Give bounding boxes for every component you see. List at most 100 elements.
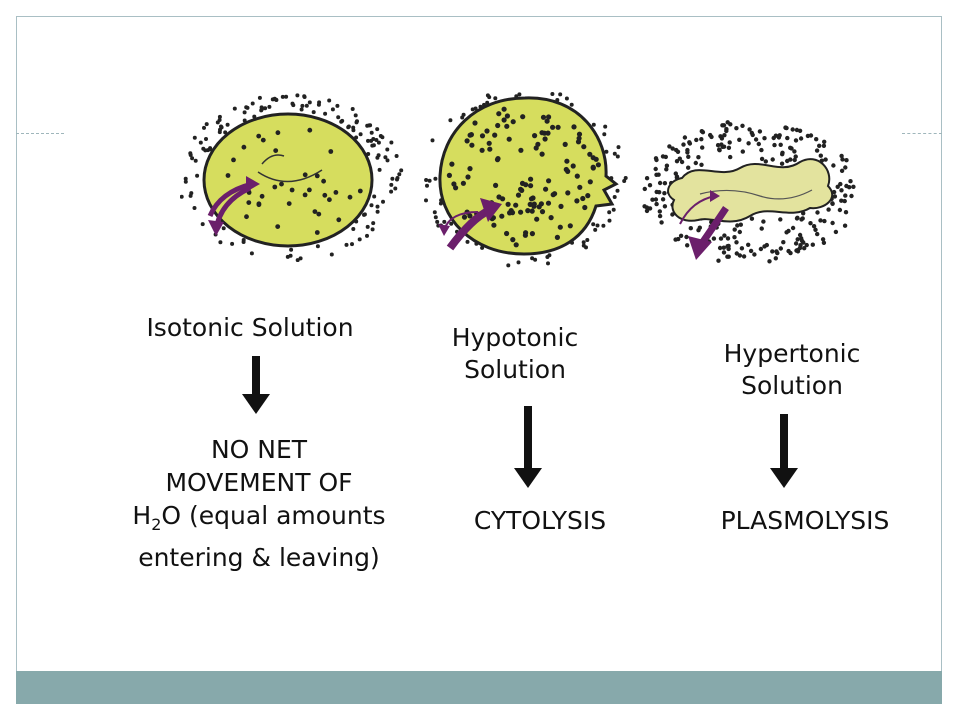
particle-dot [759,147,764,153]
hypertonic-label-line-2: Solution [741,371,843,400]
particle-dot [584,245,588,250]
particle-dot [371,143,376,148]
particle-dot [493,182,499,188]
particle-dot [616,145,621,150]
particle-dot [815,231,820,237]
isotonic-arrow-in-head [208,220,224,236]
particle-dot [389,140,394,145]
particle-dot [365,233,369,238]
particle-dot [735,223,740,228]
particle-dot [681,142,686,147]
water-formula-rest: O (equal amounts [161,501,386,530]
particle-dot [425,183,429,188]
particle-dot [741,254,747,259]
particle-dot [461,214,468,220]
particle-dot [557,224,563,230]
particle-dot [567,223,573,229]
particle-dot [311,110,316,115]
hypertonic-down-arrow [770,414,798,488]
particle-dot [519,180,526,186]
particle-dot [377,167,382,172]
particle-dot [499,213,505,219]
particle-dot [230,241,235,246]
particle-dot [335,103,340,108]
particle-dot [821,143,827,148]
particle-dot [696,228,701,233]
particle-dot [369,130,374,135]
particle-dot [842,198,847,204]
particle-dot [286,201,292,206]
particle-dot [783,125,788,130]
particle-dot [479,147,485,153]
particle-dot [711,236,717,241]
particle-dot [612,195,617,199]
particle-dot [218,127,222,132]
particle-dot [674,159,680,164]
particle-dot [654,201,659,207]
particle-dot [644,205,650,210]
particle-dot [737,137,742,142]
particle-dot [329,252,334,257]
particle-dot [793,154,798,159]
particle-dot [259,193,265,199]
particle-dot [839,168,845,173]
particle-dot [375,204,380,209]
particle-dot [539,130,545,136]
particle-dot [664,167,669,172]
particle-dot [256,133,262,139]
particle-dot [316,102,321,107]
particle-dot [587,179,593,185]
particle-dot [535,141,541,147]
particle-dot [376,140,381,145]
particle-dot [750,132,755,138]
particle-dot [585,238,590,242]
particle-dot [204,122,209,127]
particle-dot [545,200,552,206]
particle-dot [763,159,768,164]
particle-dot [539,151,545,157]
particle-dot [504,113,510,119]
particle-dot [821,240,827,245]
particle-dot [506,263,511,268]
particle-dot [375,155,380,160]
particle-dot [333,190,339,195]
particle-dot [839,198,844,203]
particle-dot [615,154,620,159]
particle-dot [355,119,359,124]
particle-dot [385,147,390,152]
particle-dot [663,154,668,160]
particle-dot [314,230,320,235]
particle-dot [699,162,704,167]
particle-dot [467,132,473,138]
particle-dot [284,94,289,99]
particle-dot [275,130,281,136]
particle-dot [395,177,399,182]
hypertonic-arrow-out-head [688,236,712,260]
particle-dot [569,102,574,107]
particle-dot [562,141,568,147]
isotonic-cell-illustration [180,93,404,262]
particle-dot [770,249,775,254]
particle-dot [844,158,849,163]
particle-dot [225,122,230,127]
particle-dot [552,191,558,197]
particle-dot [662,204,668,209]
hypertonic-cell-illustration [642,120,856,264]
particle-dot [183,179,188,184]
particle-dot [190,156,195,161]
particle-dot [353,113,358,118]
hypertonic-cell [667,158,834,223]
particle-dot [644,208,650,214]
particle-dot [595,223,600,228]
particle-dot [767,259,772,264]
particle-dot [647,183,653,188]
particle-dot [585,193,591,199]
particle-dot [260,137,266,143]
particle-dot [739,246,745,251]
particle-dot [435,219,440,224]
particle-dot [788,250,793,256]
particle-dot [835,184,840,189]
particle-dot [546,178,552,184]
particle-dot [295,93,300,98]
particle-dot [717,148,722,153]
